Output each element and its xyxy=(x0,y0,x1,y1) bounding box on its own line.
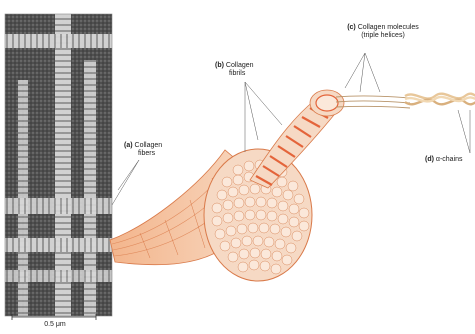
label-collagen-molecules: (c) Collagen molecules (triple helices) xyxy=(333,24,433,40)
label-c-letter: (c) xyxy=(347,24,356,31)
collagen-molecules xyxy=(336,96,410,108)
label-b-line1: Collagen xyxy=(226,62,254,69)
label-a-line1: Collagen xyxy=(135,142,163,149)
label-alpha-chains: (d) α-chains xyxy=(425,156,463,164)
label-a-letter: (a) xyxy=(124,142,133,149)
micrograph-image xyxy=(5,14,112,316)
label-d-letter: (d) xyxy=(425,156,434,163)
alpha-chain-helix xyxy=(405,94,475,105)
label-collagen-fibrils: (b) Collagen fibrils xyxy=(215,62,254,78)
label-collagen-fibers: (a) Collagen fibers xyxy=(124,142,162,158)
label-b-letter: (b) xyxy=(215,62,224,69)
label-b-line2: fibrils xyxy=(215,70,245,77)
label-c-line1: Collagen molecules xyxy=(358,24,419,31)
scale-bar-label: 0.5 μm xyxy=(20,321,90,329)
label-d-line1: α-chains xyxy=(436,156,463,163)
label-c-line2: (triple helices) xyxy=(361,32,405,39)
label-a-line2: fibers xyxy=(124,150,155,157)
